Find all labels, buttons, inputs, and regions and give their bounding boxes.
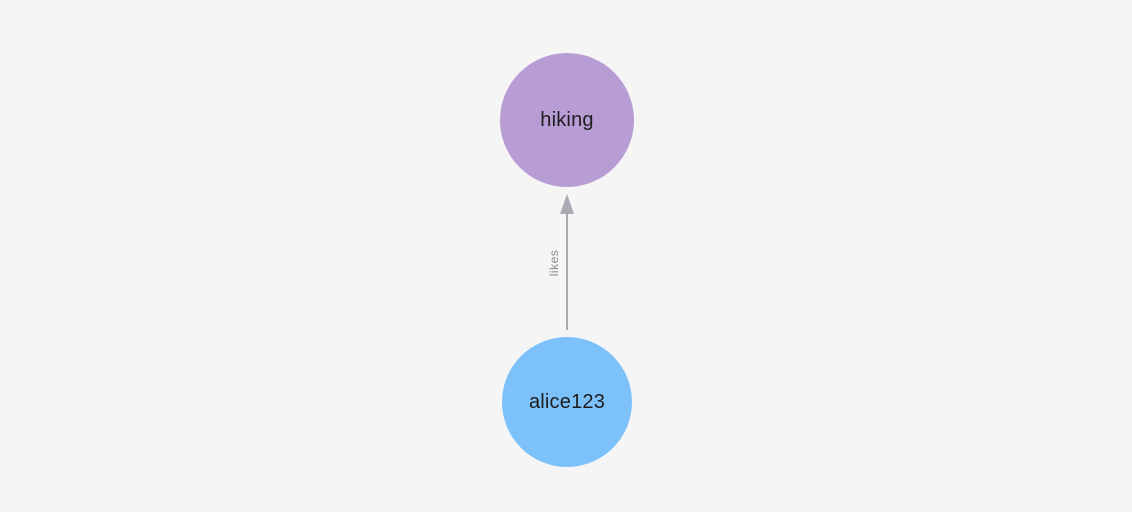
node-label-hiking: hiking [540,108,594,131]
graph-node-alice123[interactable]: alice123 [502,337,632,467]
arrowhead-up-icon [560,194,574,214]
node-label-alice123: alice123 [528,390,606,413]
graph-node-hiking[interactable]: hiking [500,53,634,187]
edge-label-likes: likes [547,249,561,277]
edge-line-likes[interactable] [566,212,568,330]
